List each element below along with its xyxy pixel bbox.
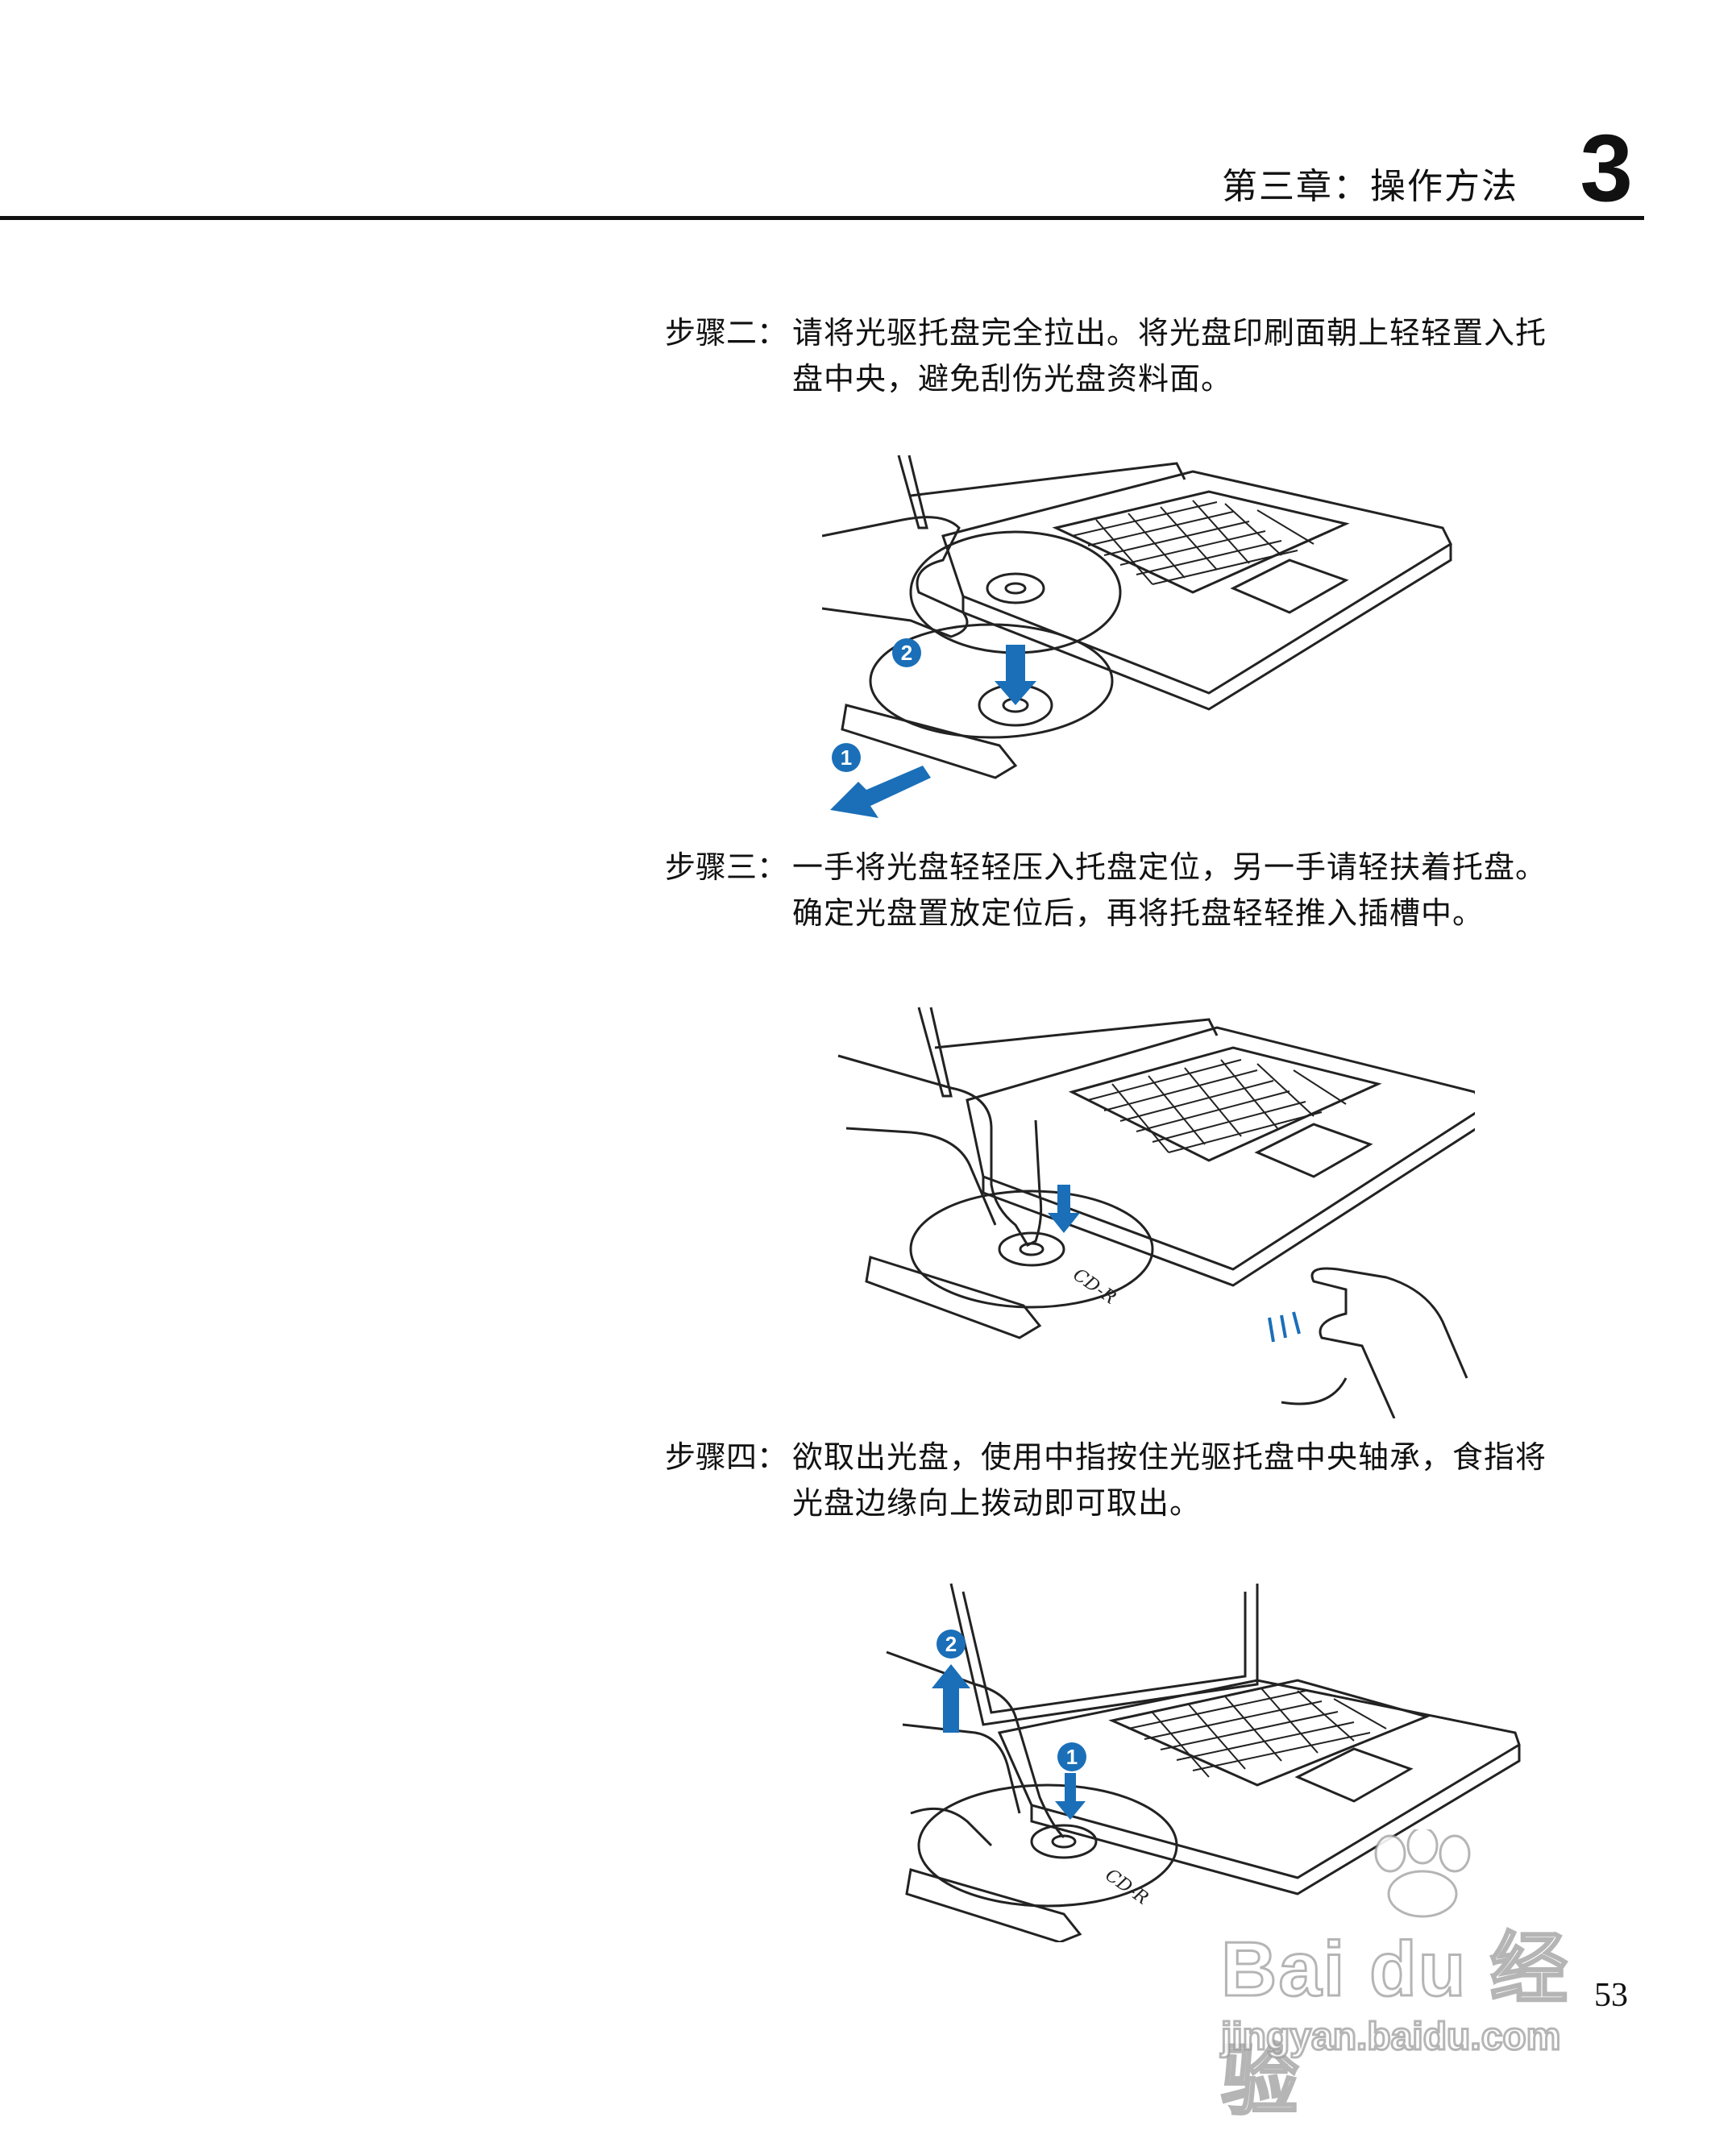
step-3-label: 步骤三：	[665, 849, 788, 885]
figure-remove-disc: CD-R 2 1	[886, 1583, 1521, 1942]
step-4: 步骤四： 欲取出光盘，使用中指按住光驱托盘中央轴承，食指将光盘边缘向上拨动即可取…	[665, 1435, 1551, 1526]
figure-3-marker-2: 2	[937, 1630, 966, 1659]
figure-insert-disc: 2 1	[822, 455, 1452, 818]
svg-text:2: 2	[901, 641, 912, 665]
svg-text:1: 1	[841, 745, 852, 770]
step-4-text: 欲取出光盘，使用中指按住光驱托盘中央轴承，食指将光盘边缘向上拨动即可取出。	[792, 1439, 1547, 1521]
figure-3-disc-label: CD-R	[1102, 1865, 1152, 1908]
baidu-watermark: Bai du 经验 jingyan.baidu.com	[1220, 1829, 1624, 2126]
watermark-brand: Bai du 经验	[1220, 1925, 1570, 2126]
step-4-label: 步骤四：	[665, 1439, 788, 1475]
svg-text:2: 2	[945, 1632, 957, 1656]
page-number: 53	[1594, 1977, 1628, 2014]
figure-1-marker-2: 2	[892, 638, 921, 667]
step-3-text: 一手将光盘轻轻压入托盘定位，另一手请轻扶着托盘。确定光盘置放定位后，再将托盘轻轻…	[792, 849, 1547, 931]
chapter-title: 第三章：操作方法	[1222, 166, 1518, 207]
figure-1-marker-1: 1	[832, 743, 861, 772]
step-3: 步骤三： 一手将光盘轻轻压入托盘定位，另一手请轻扶着托盘。确定光盘置放定位后，再…	[665, 845, 1551, 936]
watermark-url: jingyan.baidu.com	[1220, 2015, 1562, 2060]
figure-3-marker-1: 1	[1057, 1742, 1086, 1771]
header-rule	[0, 216, 1644, 220]
chapter-number: 3	[1580, 115, 1633, 222]
step-2: 步骤二： 请将光驱托盘完全拉出。将光盘印刷面朝上轻轻置入托盘中央，避免刮伤光盘资…	[665, 310, 1551, 402]
paw-logo-icon	[1374, 1829, 1471, 1918]
svg-text:1: 1	[1066, 1745, 1078, 1769]
figure-press-disc: CD-R	[837, 1007, 1475, 1418]
step-2-text: 请将光驱托盘完全拉出。将光盘印刷面朝上轻轻置入托盘中央，避免刮伤光盘资料面。	[792, 315, 1547, 397]
step-2-label: 步骤二：	[665, 315, 788, 351]
